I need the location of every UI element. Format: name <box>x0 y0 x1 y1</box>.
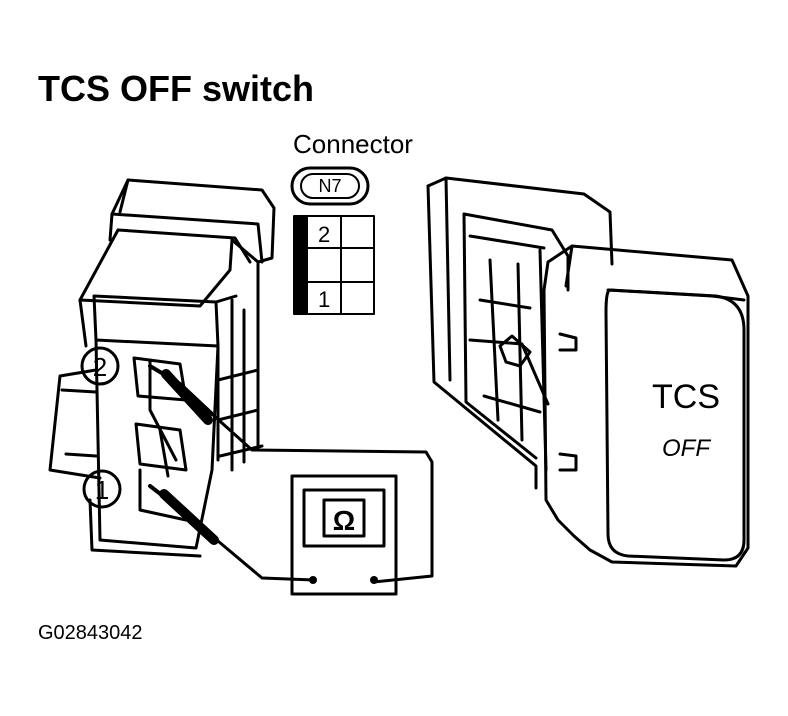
switch-rear-view <box>48 178 276 558</box>
connector-id-badge: N7 <box>290 166 370 206</box>
switch-face-label-off: OFF <box>662 435 711 462</box>
terminal-2-label: 2 <box>318 222 330 247</box>
connector-terminal-grid: 2 1 <box>293 215 375 315</box>
terminal-1-label: 1 <box>318 287 330 312</box>
diagram-title: TCS OFF switch <box>38 68 315 109</box>
svg-text:1: 1 <box>95 475 109 505</box>
probe-terminal-2-marker: 2 <box>80 346 120 386</box>
meter-negative-jack <box>309 576 317 584</box>
ohm-symbol: Ω <box>333 505 355 536</box>
meter-positive-jack <box>370 576 378 584</box>
ohmmeter: Ω <box>290 474 398 596</box>
switch-face-label-tcs: TCS <box>652 378 720 416</box>
connector-label: Connector <box>293 129 413 159</box>
svg-text:N7: N7 <box>318 176 341 196</box>
test-lead-terminal-2 <box>148 364 434 584</box>
svg-text:2: 2 <box>93 352 107 382</box>
test-lead-terminal-1 <box>148 484 316 582</box>
switch-front-view <box>426 176 750 568</box>
probe-terminal-1-marker: 1 <box>82 469 122 509</box>
figure-code: G02843042 <box>38 622 143 644</box>
